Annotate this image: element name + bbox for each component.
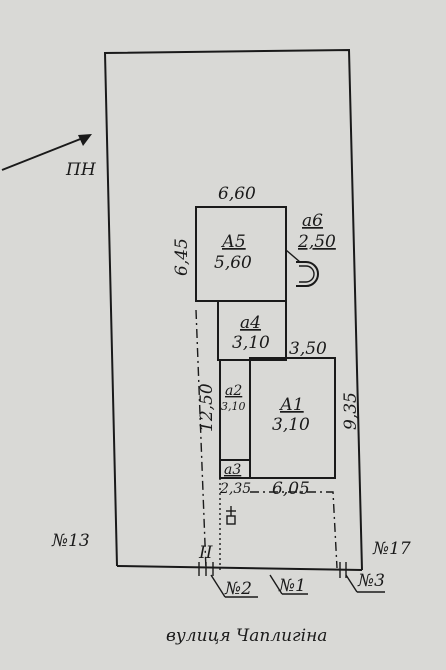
a3-name-label: а3 [224,462,241,478]
north-label: ПН [65,160,97,180]
porch-a6-inner [299,265,315,283]
neighbor-bottom-c-label: №3 [357,571,385,591]
plot-boundary [103,48,363,571]
well-icon [226,506,236,525]
yard-enclosure-right [250,491,338,569]
a1-name-label: А1 [279,395,304,415]
a1-top-dim: 3,50 [289,339,327,359]
neighbor-left-label: №13 [51,531,90,551]
a6-name-label: а6 [302,211,323,231]
a1-right-dim: 9,35 [341,392,361,430]
bottom-left-dim: 2,35 [219,481,251,497]
north-arrow-icon [1,134,92,171]
building-a3 [219,459,251,479]
plot-boundary-front [116,565,363,571]
a5-value-label: 5,60 [214,253,252,273]
building-a4 [217,300,287,361]
a2-value-label: 3,10 [221,400,246,413]
fence-line-left [195,309,207,571]
street-name: вулиця Чаплигіна [166,626,327,646]
neighbor-bottom-a-label: №2 [224,579,252,599]
porch-a6 [296,261,319,287]
a5-name-label: А5 [221,232,246,252]
a5-height-label: 6,45 [172,238,192,276]
a4-name-label: а4 [240,313,261,333]
frontage-markers [198,562,385,598]
a6-value-label: 2,50 [297,232,336,252]
a5-width-label: 6,60 [218,184,256,204]
neighbor-right-label: №17 [372,539,411,559]
neighbor-bottom-b-label: №1 [278,576,306,596]
a1-value-label: 3,10 [272,415,310,435]
bottom-right-dim: 6,05 [272,479,310,499]
porch-a6-leader [285,249,301,263]
a4-value-label: 3,10 [232,333,270,353]
a2-name-label: а2 [225,383,242,399]
gate-label: II [198,543,213,563]
left-height-dim: 12,50 [197,383,217,432]
